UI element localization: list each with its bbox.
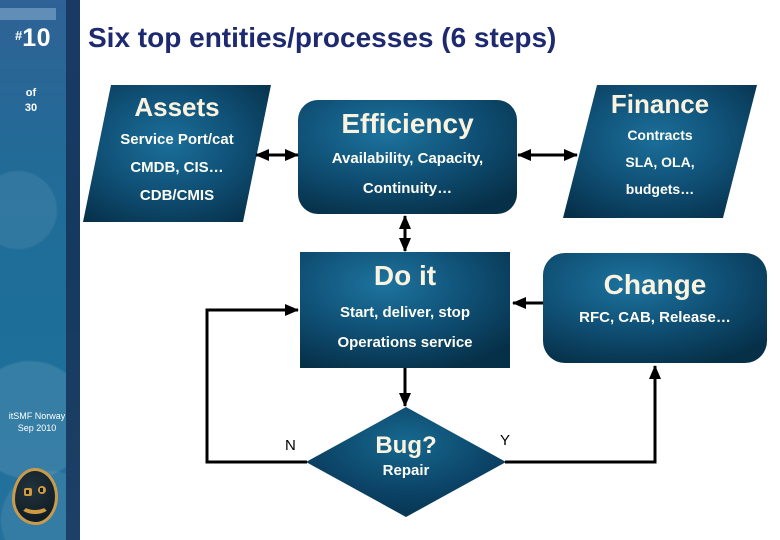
slide-count-total: 30 — [24, 102, 38, 114]
footer-org: itSMF Norway — [8, 411, 66, 421]
footer-credit: itSMF Norway Sep 2010 — [0, 410, 74, 434]
node-assets-line: Service Port/cat — [120, 131, 234, 148]
smiley-face-icon — [12, 468, 58, 525]
node-assets-line: CMDB, CIS… — [130, 159, 224, 176]
node-finance-line: budgets… — [625, 181, 695, 197]
sidebar-top-band — [0, 8, 56, 20]
node-finance-line: SLA, OLA, — [625, 154, 695, 170]
node-finance: Finance Contracts SLA, OLA, budgets… — [563, 85, 757, 218]
slide-number-value: 10 — [22, 24, 52, 52]
node-finance-line: Contracts — [627, 127, 693, 143]
sidebar: #10 of 30 itSMF Norway Sep 2010 — [0, 0, 80, 540]
sidebar-edge-strip — [66, 0, 80, 540]
connector-bug-yes-change — [505, 365, 661, 464]
branch-label-yes: Y — [500, 432, 511, 449]
node-assets-line: CDB/CMIS — [139, 187, 215, 204]
branch-label-no: N — [285, 437, 296, 454]
slide-number: #10 — [0, 24, 66, 53]
node-efficiency-line: Continuity… — [362, 180, 453, 197]
node-do-it: Do it Start, deliver, stop Operations se… — [300, 252, 510, 368]
node-finance-title: Finance — [610, 89, 710, 119]
page-title: Six top entities/processes (6 steps) — [88, 22, 557, 53]
node-bug-line: Repair — [382, 462, 430, 479]
smiley-right-eye — [38, 486, 46, 494]
smiley-left-eye — [24, 488, 32, 496]
node-efficiency: Efficiency Availability, Capacity, Conti… — [298, 100, 517, 214]
slide-number-hash: # — [14, 28, 23, 43]
node-do-it-line: Operations service — [337, 334, 473, 351]
node-change-title: Change — [603, 269, 707, 300]
smiley-mouth — [20, 497, 50, 514]
footer-date: Sep 2010 — [17, 423, 57, 433]
node-bug-title: Bug? — [375, 432, 437, 459]
node-do-it-line: Start, deliver, stop — [339, 304, 471, 321]
node-bug-decision: Bug? Repair — [306, 407, 506, 517]
node-assets: Assets Service Port/cat CMDB, CIS… CDB/C… — [83, 85, 271, 222]
node-change-line: RFC, CAB, Release… — [579, 309, 731, 326]
slide-count: of 30 — [0, 86, 62, 116]
node-assets-title: Assets — [134, 92, 220, 122]
node-efficiency-line: Availability, Capacity, — [331, 150, 484, 167]
node-change: Change RFC, CAB, Release… — [543, 253, 767, 363]
slide-count-of-label: of — [25, 87, 37, 99]
node-do-it-title: Do it — [373, 260, 437, 291]
node-efficiency-title: Efficiency — [341, 108, 474, 139]
